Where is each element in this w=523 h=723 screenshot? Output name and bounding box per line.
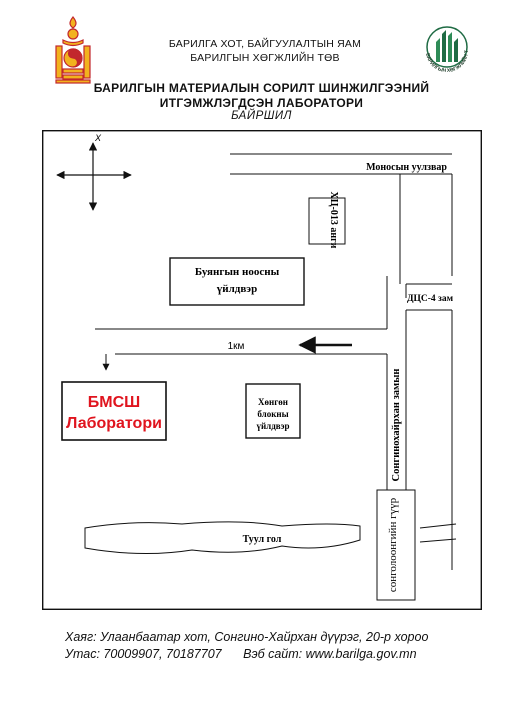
lab-box[interactable]	[61, 381, 167, 441]
address-label: Хаяг:	[65, 630, 97, 644]
compass-icon	[56, 142, 132, 211]
lab-title-line1: БАРИЛГЫН МАТЕРИАЛЫН СОРИЛТ ШИНЖИЛГЭЭНИЙ	[93, 81, 430, 95]
songino-road-label: Сонгинохайрхан замын	[391, 369, 402, 482]
web-label: Вэб сайт:	[243, 647, 303, 661]
center-logo-icon: БАРИЛГЫН ХӨГЖЛИЙН ТӨВ	[418, 20, 470, 74]
monos-label: Моносын уулзвар	[366, 162, 447, 173]
ministry-name: БАРИЛГА ХОТ, БАЙГУУЛАЛТЫН ЯАМ	[168, 38, 362, 50]
buyan-factory-box	[169, 257, 305, 306]
block-factory-box	[245, 383, 301, 439]
state-emblem-icon	[55, 16, 91, 84]
unit-label: ХЦ-013 анги	[328, 192, 339, 249]
phone-number-2[interactable]: 70187707	[166, 647, 222, 661]
page-subtitle: БАЙРШИЛ	[231, 110, 292, 122]
dts-road-label: ДЦС-4 зам	[407, 294, 454, 304]
unit-box	[308, 197, 346, 245]
address-text: Улаанбаатар хот, Сонгино-Хайрхан дүүрэг,…	[100, 630, 429, 644]
bridge-box	[376, 489, 416, 601]
compass-label: X	[94, 133, 102, 143]
center-name: БАРИЛГЫН ХӨГЖЛИЙН ТӨВ	[190, 52, 340, 64]
lab-label-line2: Лаборатори	[66, 415, 162, 432]
lab-label-line1: БМСШ	[88, 394, 140, 411]
contact-line: Утас: 70009907, 70187707 Вэб сайт: www.b…	[65, 647, 417, 661]
creek-lines	[419, 523, 457, 543]
phone-number-1[interactable]: 70009907,	[103, 647, 163, 661]
lab-title-line2: ИТГЭМЖЛЭГДСЭН ЛАБОРАТОРИ	[159, 96, 364, 110]
phone-label: Утас:	[65, 647, 100, 661]
distance-label: 1км	[228, 341, 245, 352]
web-link[interactable]: www.barilga.gov.mn	[305, 647, 417, 661]
roads	[95, 153, 453, 570]
tuul-river-label: Туул гол	[243, 534, 282, 545]
bridge-label: сонголоонгийн гүүр	[387, 497, 399, 592]
location-map: X сонголоонгийн гүүр ХЦ-013 анги Буянгын…	[42, 130, 482, 610]
tuul-river	[84, 521, 361, 555]
address-line: Хаяг: Улаанбаатар хот, Сонгино-Хайрхан д…	[65, 630, 428, 644]
